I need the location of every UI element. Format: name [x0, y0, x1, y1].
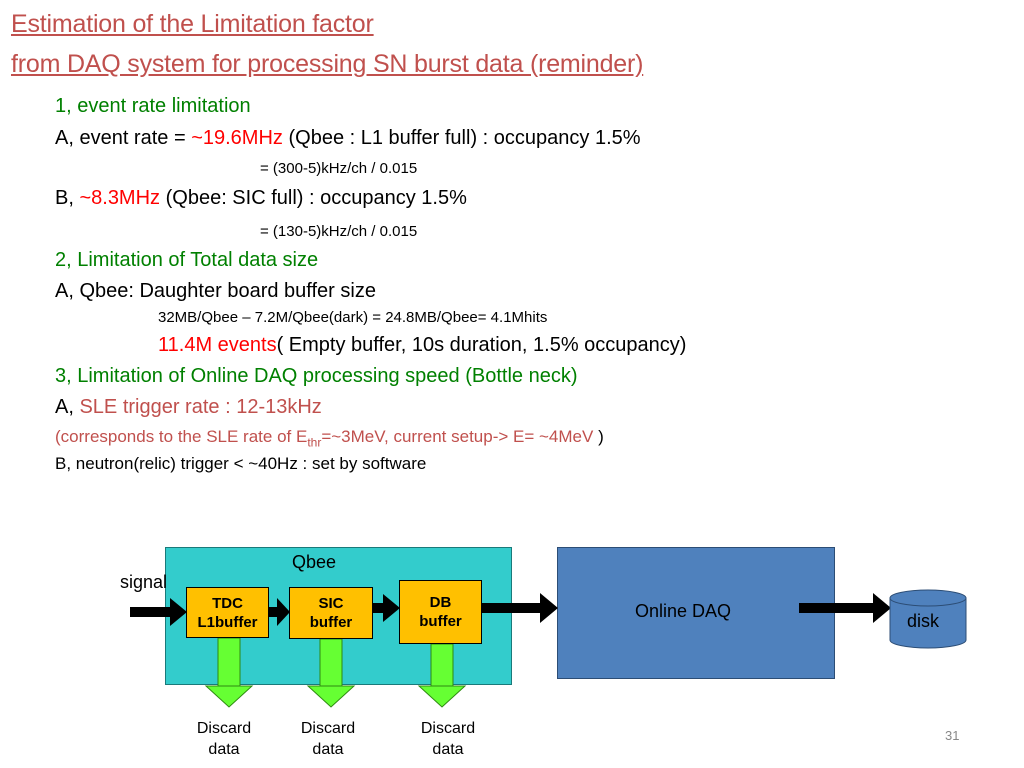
- section-2a-events-line: 11.4M events( Empty buffer, 10s duration…: [158, 334, 686, 357]
- online-daq-box: [557, 547, 835, 679]
- discard-label-2: Discard data: [290, 718, 366, 760]
- discard-3-line-2: data: [432, 741, 464, 758]
- discard-2-line-2: data: [312, 741, 344, 758]
- discard-arrow-1: [204, 637, 254, 708]
- discard-1-line-1: Discard: [196, 720, 252, 737]
- section-2a-events-rest: ( Empty buffer, 10s duration, 1.5% occup…: [276, 334, 687, 356]
- sic-buffer-block: SIC buffer: [289, 587, 373, 639]
- db-line-1: DB: [429, 594, 452, 611]
- tdc-line-2: L1buffer: [197, 613, 258, 631]
- section-3-note-pre: (corresponds to the SLE rate of E: [55, 427, 308, 446]
- section-3a-prefix: A,: [55, 396, 80, 418]
- section-1b-value: ~8.3MHz: [79, 187, 161, 209]
- section-3-note: (corresponds to the SLE rate of Ethr=~3M…: [55, 427, 604, 449]
- discard-2-line-1: Discard: [300, 720, 356, 737]
- discard-3-line-1: Discard: [420, 720, 476, 737]
- section-3a-text: SLE trigger rate : 12-13kHz: [79, 396, 322, 418]
- section-1-heading: 1, event rate limitation: [55, 95, 251, 117]
- tdc-l1buffer-block: TDC L1buffer: [186, 587, 269, 638]
- tdc-to-sic-arrow: [269, 598, 290, 626]
- sic-line-1: SIC: [318, 595, 344, 612]
- online-daq-label: Online DAQ: [635, 601, 732, 621]
- title-line-1: Estimation of the Limitation factor: [11, 10, 374, 38]
- signal-label: signal: [120, 572, 168, 592]
- section-2a-calc: 32MB/Qbee – 7.2M/Qbee(dark) = 24.8MB/Qbe…: [158, 309, 548, 326]
- db-to-daq-arrow: [482, 593, 558, 623]
- section-3a-line: A, SLE trigger rate : 12-13kHz: [55, 396, 322, 419]
- sic-line-2: buffer: [309, 614, 353, 631]
- signal-arrow: [130, 598, 187, 626]
- section-3-note-close: ): [593, 427, 604, 446]
- section-3b-line: B, neutron(relic) trigger < ~40Hz : set …: [55, 454, 427, 473]
- section-2a-events: 11.4M events: [158, 334, 277, 356]
- section-2a-line: A, Qbee: Daughter board buffer size: [55, 280, 376, 302]
- discard-arrow-3: [417, 643, 467, 708]
- title-line-2: from DAQ system for processing SN burst …: [11, 50, 644, 78]
- section-1b-calc: = (130-5)kHz/ch / 0.015: [260, 223, 418, 240]
- section-3-note-sub: thr: [307, 435, 322, 450]
- section-1b-line: B, ~8.3MHz (Qbee: SIC full) : occupancy …: [55, 187, 467, 210]
- section-3-note-post: =~3MeV, current setup-> E= ~4MeV: [321, 427, 594, 446]
- discard-arrow-2: [306, 638, 356, 708]
- daq-to-disk-arrow: [799, 593, 891, 623]
- section-2-heading: 2, Limitation of Total data size: [55, 249, 319, 271]
- sic-to-db-arrow: [373, 594, 400, 622]
- section-3-heading: 3, Limitation of Online DAQ processing s…: [55, 365, 578, 387]
- section-1a-rest: (Qbee : L1 buffer full) : occupancy 1.5%: [282, 127, 641, 149]
- section-1a-calc: = (300-5)kHz/ch / 0.015: [260, 160, 418, 177]
- tdc-line-1: TDC: [212, 594, 243, 612]
- section-1b-rest: (Qbee: SIC full) : occupancy 1.5%: [160, 187, 467, 209]
- disk-icon: [889, 589, 967, 649]
- db-buffer-block: DB buffer: [399, 580, 482, 644]
- discard-label-1: Discard data: [186, 718, 262, 760]
- section-1b-prefix: B,: [55, 187, 80, 209]
- discard-label-3: Discard data: [410, 718, 486, 760]
- db-line-2: buffer: [419, 613, 462, 630]
- disk-label: disk: [907, 611, 940, 631]
- discard-1-line-2: data: [208, 741, 240, 758]
- page-number: 31: [945, 728, 960, 743]
- qbee-label: Qbee: [292, 552, 337, 572]
- section-1a-line: A, event rate = ~19.6MHz (Qbee : L1 buff…: [55, 127, 641, 150]
- section-1a-prefix: A, event rate =: [55, 127, 192, 149]
- section-1a-value: ~19.6MHz: [191, 127, 283, 149]
